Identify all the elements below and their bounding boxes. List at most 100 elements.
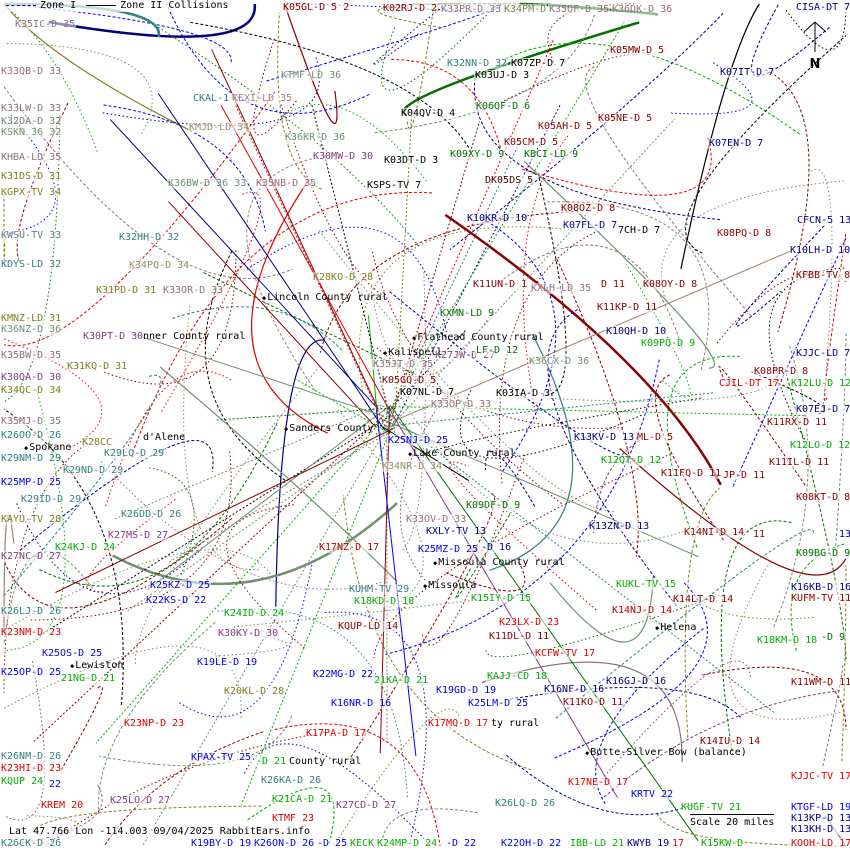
station-label[interactable]: KAYU-TV 28 — [0, 514, 63, 525]
station-label[interactable]: KECK — [349, 838, 376, 849]
station-label[interactable]: KXLH-LD 35 — [530, 283, 593, 294]
station-label[interactable]: K34PM-D — [503, 4, 548, 15]
station-label[interactable]: K19GD-D 19 — [435, 685, 498, 696]
station-label[interactable]: K35NB-D 35 — [255, 178, 318, 189]
station-label[interactable]: K17PA-D 17 — [305, 728, 368, 739]
station-label[interactable]: K14NJ-D 14 — [611, 605, 674, 616]
station-label[interactable]: K16GJ-D 16 — [605, 676, 668, 687]
station-label[interactable]: K05CM-D 5 — [503, 137, 560, 148]
station-label[interactable]: K30KY-D 30 — [217, 628, 280, 639]
station-label[interactable]: K06QF-D 6 — [475, 101, 532, 112]
station-label[interactable]: KDYS-LD 32 — [0, 259, 63, 270]
station-label[interactable]: K07NL-D 7 — [399, 387, 456, 398]
station-label[interactable]: K33QB-D 33 — [0, 66, 63, 77]
station-label[interactable]: K09BG-D 9 — [795, 548, 850, 559]
station-label[interactable]: K27CD-D 27 — [335, 800, 398, 811]
station-label[interactable]: K26NM-D 26 — [0, 751, 63, 762]
station-label[interactable]: KFBB-TV 8 — [795, 270, 850, 281]
station-label[interactable]: K07EJ-D 7 — [795, 404, 850, 415]
station-label[interactable]: K19LE-D 19 — [196, 657, 259, 668]
station-label[interactable]: K23HI-D 23 — [0, 763, 63, 774]
station-label[interactable]: K07FL-D 7 — [562, 220, 619, 231]
station-label[interactable]: K12LO-D 12 — [789, 440, 850, 451]
station-label[interactable]: K07IT-D 7 — [719, 67, 776, 78]
station-label[interactable]: K33LW-D 33 — [0, 103, 63, 114]
station-label[interactable]: K25MZ-D 25 — [417, 544, 480, 555]
station-label[interactable]: K19BY-D 19 — [190, 838, 253, 849]
station-label[interactable]: K25KZ-D 25 — [149, 580, 212, 591]
station-label[interactable]: KXMN-LD 9 — [439, 308, 496, 319]
station-label[interactable]: K16NF-D 16 — [543, 684, 606, 695]
station-label[interactable]: 13 — [838, 529, 850, 540]
station-label[interactable]: K25OP-D 25 — [0, 667, 63, 678]
station-label[interactable]: K36DK-D 36 — [611, 4, 674, 15]
station-label[interactable]: K29LQ-D 29 — [103, 448, 166, 459]
station-label[interactable]: K24KJ-D 24 — [54, 542, 117, 553]
station-label[interactable]: K08PQ-D 8 — [716, 228, 773, 239]
station-label[interactable]: K13KV-D 13 — [573, 432, 636, 443]
station-label[interactable]: D 11 — [600, 279, 627, 290]
station-label[interactable]: K33PR-D 33 — [440, 4, 503, 15]
station-label[interactable]: K33OP-D 33 — [430, 399, 493, 410]
station-label[interactable]: 21NG-D 21 — [60, 673, 117, 684]
station-label[interactable]: K30QA-D 30 — [0, 372, 63, 383]
station-label[interactable]: K26DD-D 26 — [120, 509, 183, 520]
station-label[interactable]: K23LX-D 23 — [498, 617, 561, 628]
station-label[interactable]: CJIL-DT 17 — [718, 378, 781, 389]
station-label[interactable]: K36BW-D 36 33 — [167, 178, 248, 189]
station-label[interactable]: K03UJ-D 3 — [474, 70, 531, 81]
station-label[interactable]: KJJC-TV 17 — [790, 771, 850, 782]
station-label[interactable]: K03IA-D 3 — [495, 388, 552, 399]
station-label[interactable]: K11FQ-D 11 — [660, 468, 723, 479]
station-label[interactable]: K11KO-D 11 — [562, 697, 625, 708]
station-label[interactable]: LF-D 12 — [475, 345, 520, 356]
station-label[interactable]: K27MS-D 27 — [107, 530, 170, 541]
station-label[interactable]: K31KQ-D 31 — [66, 361, 129, 372]
station-label[interactable]: K31DS-D 31 — [0, 171, 63, 182]
station-label[interactable]: K23NP-D 23 — [123, 718, 186, 729]
station-label[interactable]: K34NR-D 34 — [381, 461, 444, 472]
station-label[interactable]: K36NZ-D 36 — [0, 324, 63, 335]
station-label[interactable]: K32HH-D 32 — [118, 232, 181, 243]
station-label[interactable]: K14IU-D 14 — [699, 736, 762, 747]
station-label[interactable]: K28CC — [81, 437, 114, 448]
station-label[interactable]: K04QV-D 4 — [400, 108, 457, 119]
station-label[interactable]: K25OS-D 25 — [41, 648, 104, 659]
station-label[interactable]: K20KL-D 28 — [223, 686, 286, 697]
station-label[interactable]: K05MW-D 5 — [609, 45, 666, 56]
station-label[interactable]: K16KB-D 16 — [790, 582, 850, 593]
station-label[interactable]: KUKL-TV 15 — [615, 579, 678, 590]
station-label[interactable]: K08KT-D 8 — [795, 492, 850, 503]
station-label[interactable]: K09PQ-D 9 — [640, 338, 697, 349]
station-label[interactable]: 21KA-D 21 — [373, 675, 430, 686]
station-label[interactable]: K23NM-D 23 — [0, 627, 63, 638]
station-label[interactable]: -D 9 — [820, 632, 847, 643]
station-label[interactable]: K30PT-D 30 — [82, 331, 145, 342]
station-label[interactable]: K35JT-D 35 — [372, 359, 435, 370]
station-label[interactable]: K22OH-D 22 — [500, 838, 563, 849]
station-label[interactable]: KTMF-LD 36 — [280, 70, 343, 81]
station-label[interactable]: CKAL-1 — [192, 93, 231, 104]
station-label[interactable]: -D 21 — [255, 756, 288, 767]
station-label[interactable]: K25LM-D 25 — [467, 698, 530, 709]
station-label[interactable]: KPAX-TV 25 — [190, 752, 253, 763]
station-label[interactable]: K14NI-D 14 — [683, 527, 746, 538]
station-label[interactable]: KJJC-LD 7 — [795, 348, 850, 359]
station-label[interactable]: K16NR-D 16 — [330, 698, 393, 709]
station-label[interactable]: CISA-DT 7 — [795, 2, 850, 13]
station-label[interactable]: -D 16 — [480, 542, 513, 553]
station-label[interactable]: KBCI-LD 9 — [523, 149, 580, 160]
station-label[interactable]: K09DF-D 9 — [465, 500, 522, 511]
station-label[interactable]: K15KW-D — [700, 838, 745, 849]
station-label[interactable]: KMJD-LD 34 — [188, 122, 251, 133]
station-label[interactable]: KMNZ-LD 31 — [0, 313, 63, 324]
station-label[interactable]: K29ND-D 29 — [62, 465, 125, 476]
station-label[interactable]: K10LH-D 10 — [789, 245, 850, 256]
station-label[interactable]: K26OO-D 26 — [0, 430, 63, 441]
station-label[interactable]: KHBA-LD 35 — [0, 152, 63, 163]
station-label[interactable]: IBB-LD 21 — [569, 838, 626, 849]
station-label[interactable]: K18KM-D 18 — [756, 635, 819, 646]
station-label[interactable]: K26LQ-D 26 — [494, 798, 557, 809]
station-label[interactable]: K14LT-D 14 — [672, 594, 735, 605]
station-label[interactable]: K05GL-D 5 2 — [282, 2, 351, 13]
